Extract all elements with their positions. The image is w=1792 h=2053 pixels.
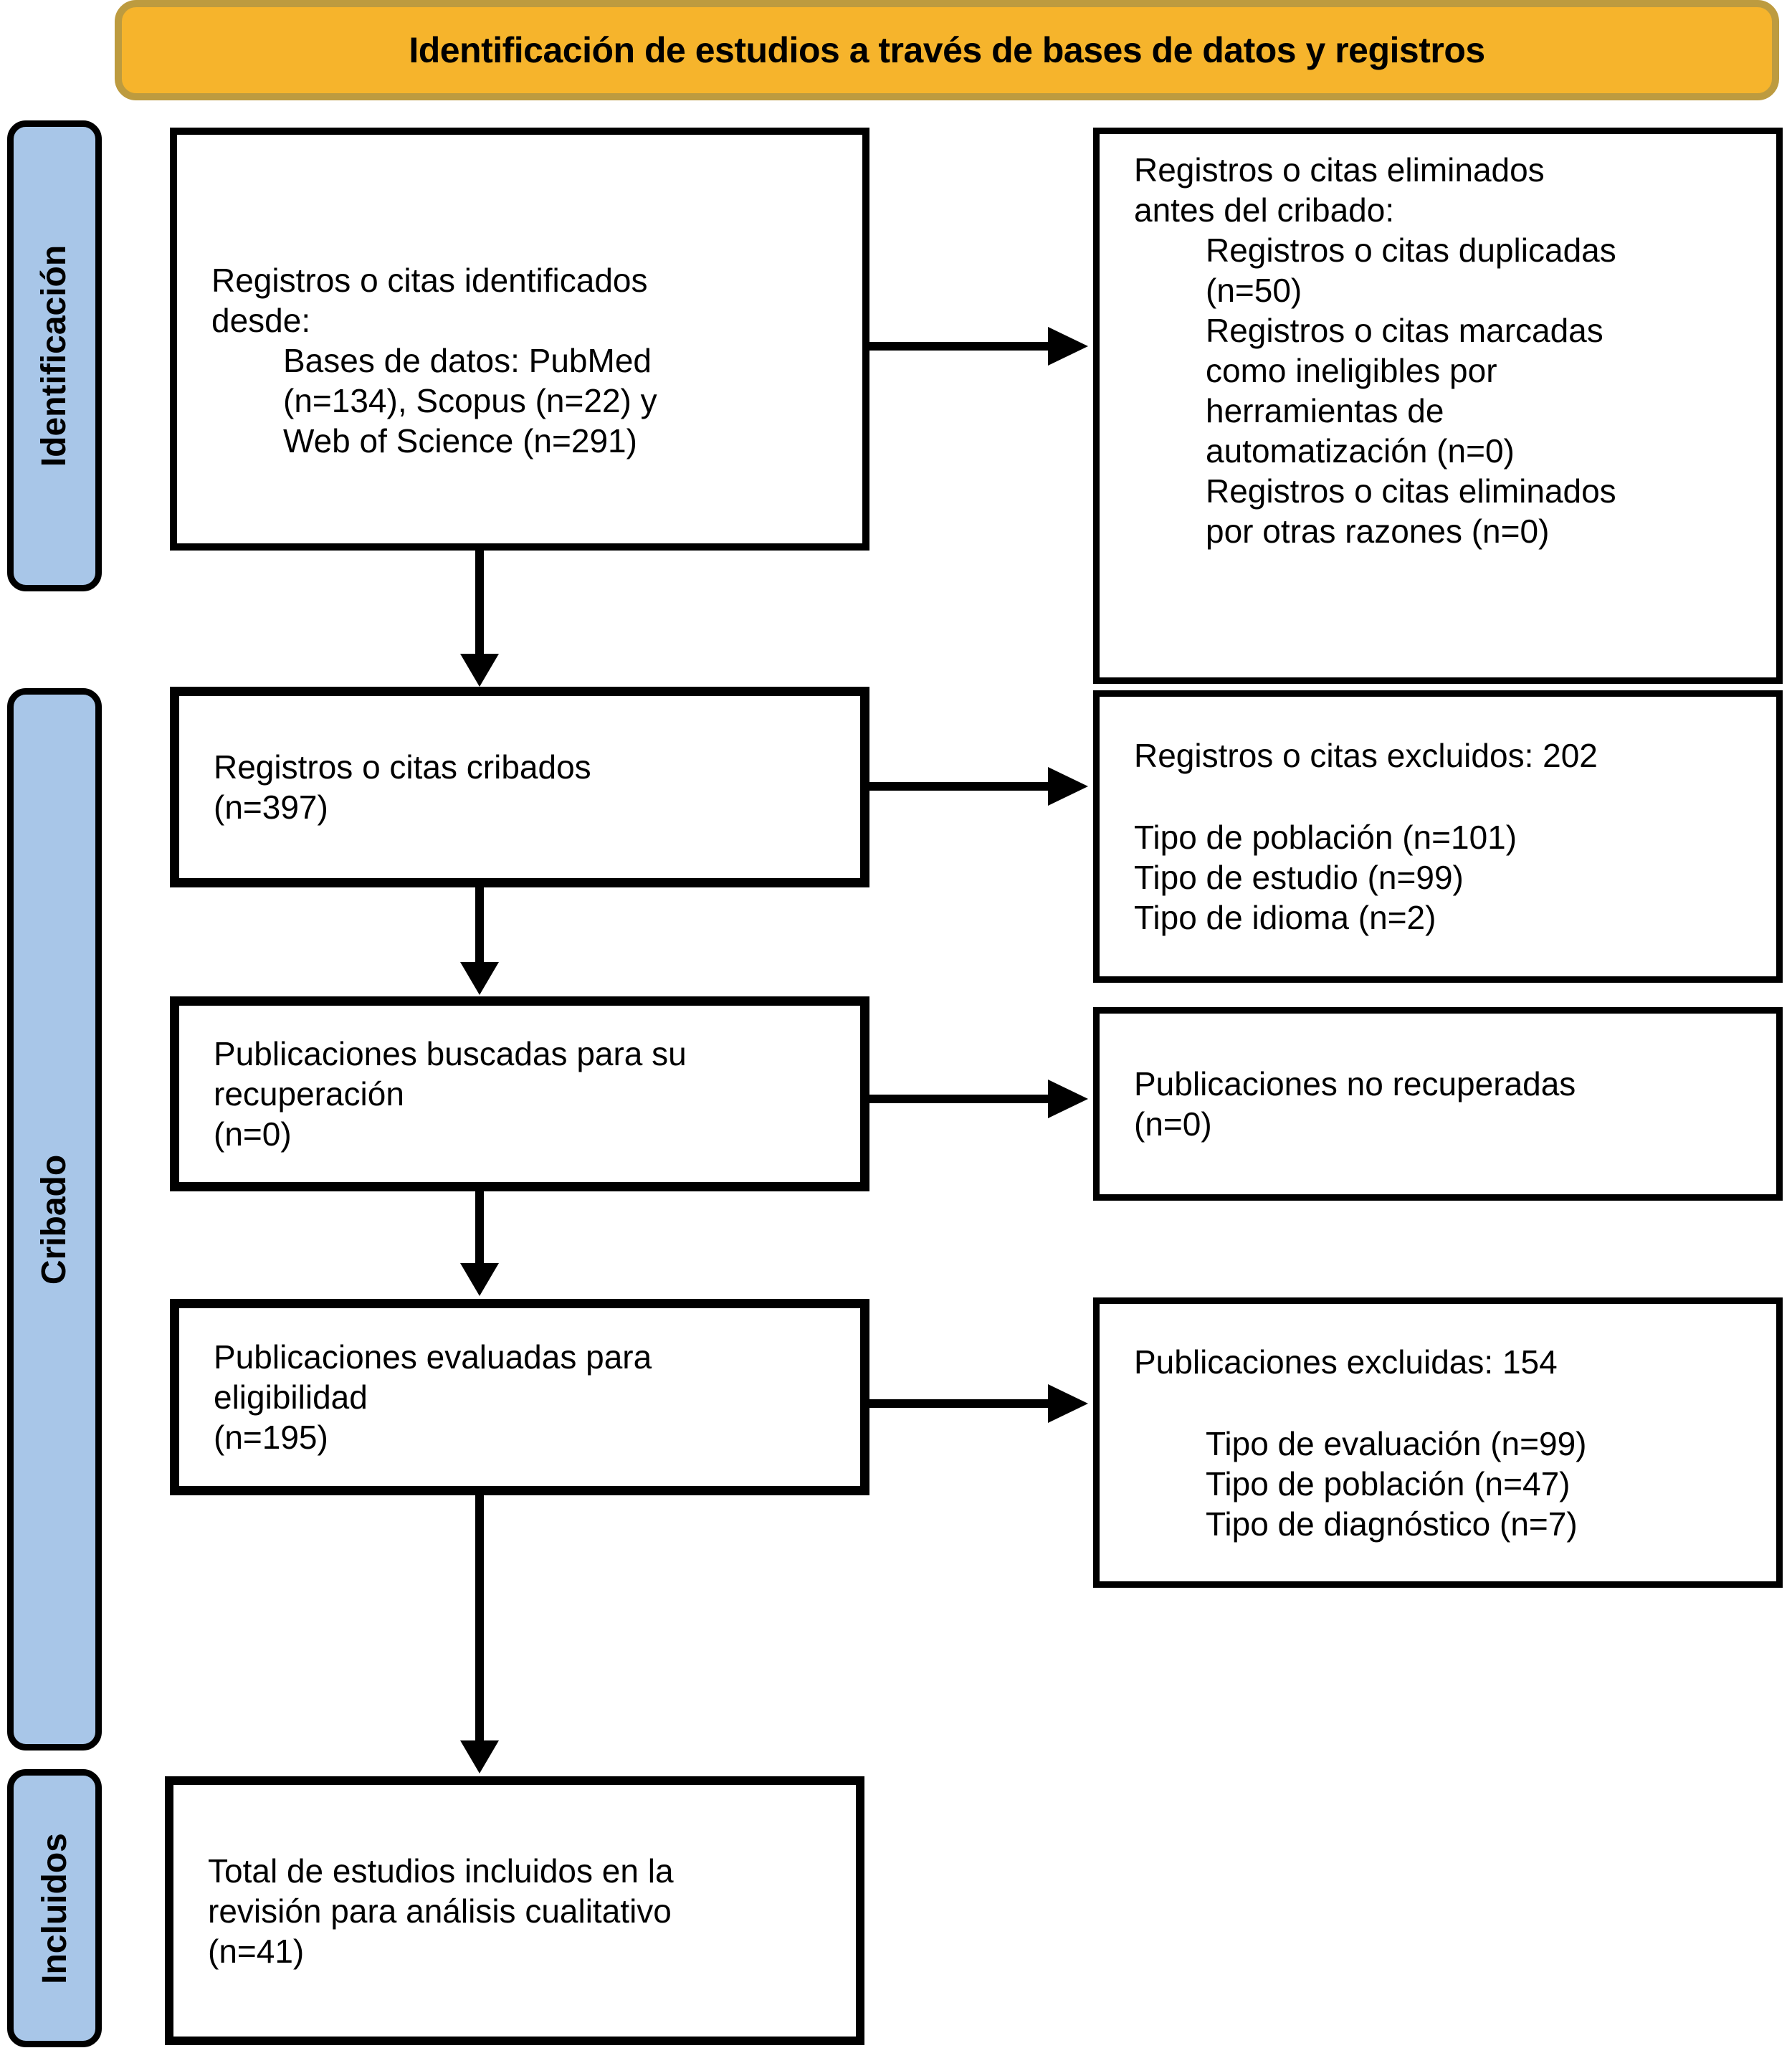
stage-label-identification: Identificación xyxy=(7,120,102,591)
box-line: (n=41) xyxy=(208,1932,305,1970)
box-records-excluded: Registros o citas excluidos: 202 Tipo de… xyxy=(1093,690,1783,983)
box-records-removed-before-screening: Registros o citas eliminados antes del c… xyxy=(1093,128,1783,684)
arrow-assessed-to-excluded-shaft xyxy=(869,1399,1050,1408)
box-line: Tipo de estudio (n=99) xyxy=(1134,859,1464,896)
stage-label-identification-text: Identificación xyxy=(35,244,74,467)
arrow-sought-to-notretrieved-head-icon xyxy=(1048,1080,1088,1118)
box-line: desde: xyxy=(211,302,311,339)
stage-label-included: Incluidos xyxy=(7,1769,102,2047)
box-line: Tipo de idioma (n=2) xyxy=(1134,899,1436,936)
arrow-sought-to-notretrieved-shaft xyxy=(869,1095,1050,1103)
box-line: Registros o citas cribados xyxy=(214,748,591,786)
arrow-sought-to-assessed-shaft xyxy=(475,1190,484,1265)
arrow-screened-to-sought-shaft xyxy=(475,886,484,965)
box-line: Publicaciones excluidas: 154 xyxy=(1134,1343,1558,1381)
box-publications-not-retrieved: Publicaciones no recuperadas (n=0) xyxy=(1093,1007,1783,1201)
box-line: eligibilidad xyxy=(214,1378,368,1416)
box-line: Publicaciones no recuperadas xyxy=(1134,1065,1576,1102)
box-line: Registros o citas eliminados xyxy=(1206,472,1616,510)
arrow-sought-to-assessed-head-icon xyxy=(460,1263,499,1296)
box-line: como ineligibles por xyxy=(1206,352,1497,389)
box-publications-sought: Publicaciones buscadas para su recuperac… xyxy=(170,996,869,1191)
box-line: Registros o citas identificados xyxy=(211,262,648,299)
stage-label-screening: Cribado xyxy=(7,688,102,1750)
diagram-title: Identificación de estudios a través de b… xyxy=(409,30,1485,70)
box-line: Total de estudios incluidos en la xyxy=(208,1852,674,1890)
stage-label-included-text: Incluidos xyxy=(35,1832,74,1984)
stage-label-screening-text: Cribado xyxy=(35,1154,74,1285)
box-line: automatización (n=0) xyxy=(1206,432,1515,470)
box-records-screened: Registros o citas cribados (n=397) xyxy=(170,687,869,887)
box-line: Publicaciones buscadas para su xyxy=(214,1035,687,1072)
box-line: revisión para análisis cualitativo xyxy=(208,1892,672,1930)
box-line: Registros o citas marcadas xyxy=(1206,312,1603,349)
box-line: Registros o citas eliminados xyxy=(1134,151,1545,189)
arrow-screened-to-sought-head-icon xyxy=(460,962,499,995)
arrow-assessed-to-excluded-head-icon xyxy=(1048,1384,1088,1423)
box-line: Web of Science (n=291) xyxy=(283,422,637,459)
box-line: Registros o citas duplicadas xyxy=(1206,232,1616,269)
arrow-identified-to-removed-head-icon xyxy=(1048,327,1088,366)
arrow-assessed-to-included-shaft xyxy=(475,1494,484,1743)
box-line: Tipo de población (n=47) xyxy=(1206,1464,1571,1502)
arrow-identified-to-screened-head-icon xyxy=(460,654,499,687)
title-banner: Identificación de estudios a través de b… xyxy=(115,0,1779,100)
arrow-screened-to-excluded-shaft xyxy=(869,782,1050,791)
box-line: herramientas de xyxy=(1206,392,1444,429)
arrow-identified-to-removed-shaft xyxy=(869,342,1050,351)
arrow-assessed-to-included-head-icon xyxy=(460,1740,499,1773)
box-line: (n=195) xyxy=(214,1419,328,1456)
box-records-identified: Registros o citas identificados desde: B… xyxy=(170,128,869,551)
box-line: Tipo de población (n=101) xyxy=(1134,819,1517,856)
box-line: (n=0) xyxy=(1134,1105,1212,1143)
box-total-included: Total de estudios incluidos en la revisi… xyxy=(165,1776,864,2045)
box-line: (n=134), Scopus (n=22) y xyxy=(283,382,657,419)
box-line: (n=0) xyxy=(214,1115,292,1153)
box-line: (n=50) xyxy=(1206,272,1302,309)
arrow-screened-to-excluded-head-icon xyxy=(1048,767,1088,806)
box-line: Registros o citas excluidos: 202 xyxy=(1134,737,1598,774)
box-line: por otras razones (n=0) xyxy=(1206,513,1550,550)
box-line: Tipo de evaluación (n=99) xyxy=(1206,1424,1587,1462)
box-publications-excluded: Publicaciones excluidas: 154 Tipo de eva… xyxy=(1093,1297,1783,1588)
arrow-identified-to-screened-shaft xyxy=(475,548,484,656)
box-line: Bases de datos: PubMed xyxy=(283,342,652,379)
box-line: antes del cribado: xyxy=(1134,191,1395,229)
box-line: recuperación xyxy=(214,1075,404,1113)
box-publications-assessed: Publicaciones evaluadas para eligibilida… xyxy=(170,1299,869,1495)
box-line: (n=397) xyxy=(214,789,328,826)
box-line: Tipo de diagnóstico (n=7) xyxy=(1206,1505,1578,1543)
box-line: Publicaciones evaluadas para xyxy=(214,1338,652,1376)
